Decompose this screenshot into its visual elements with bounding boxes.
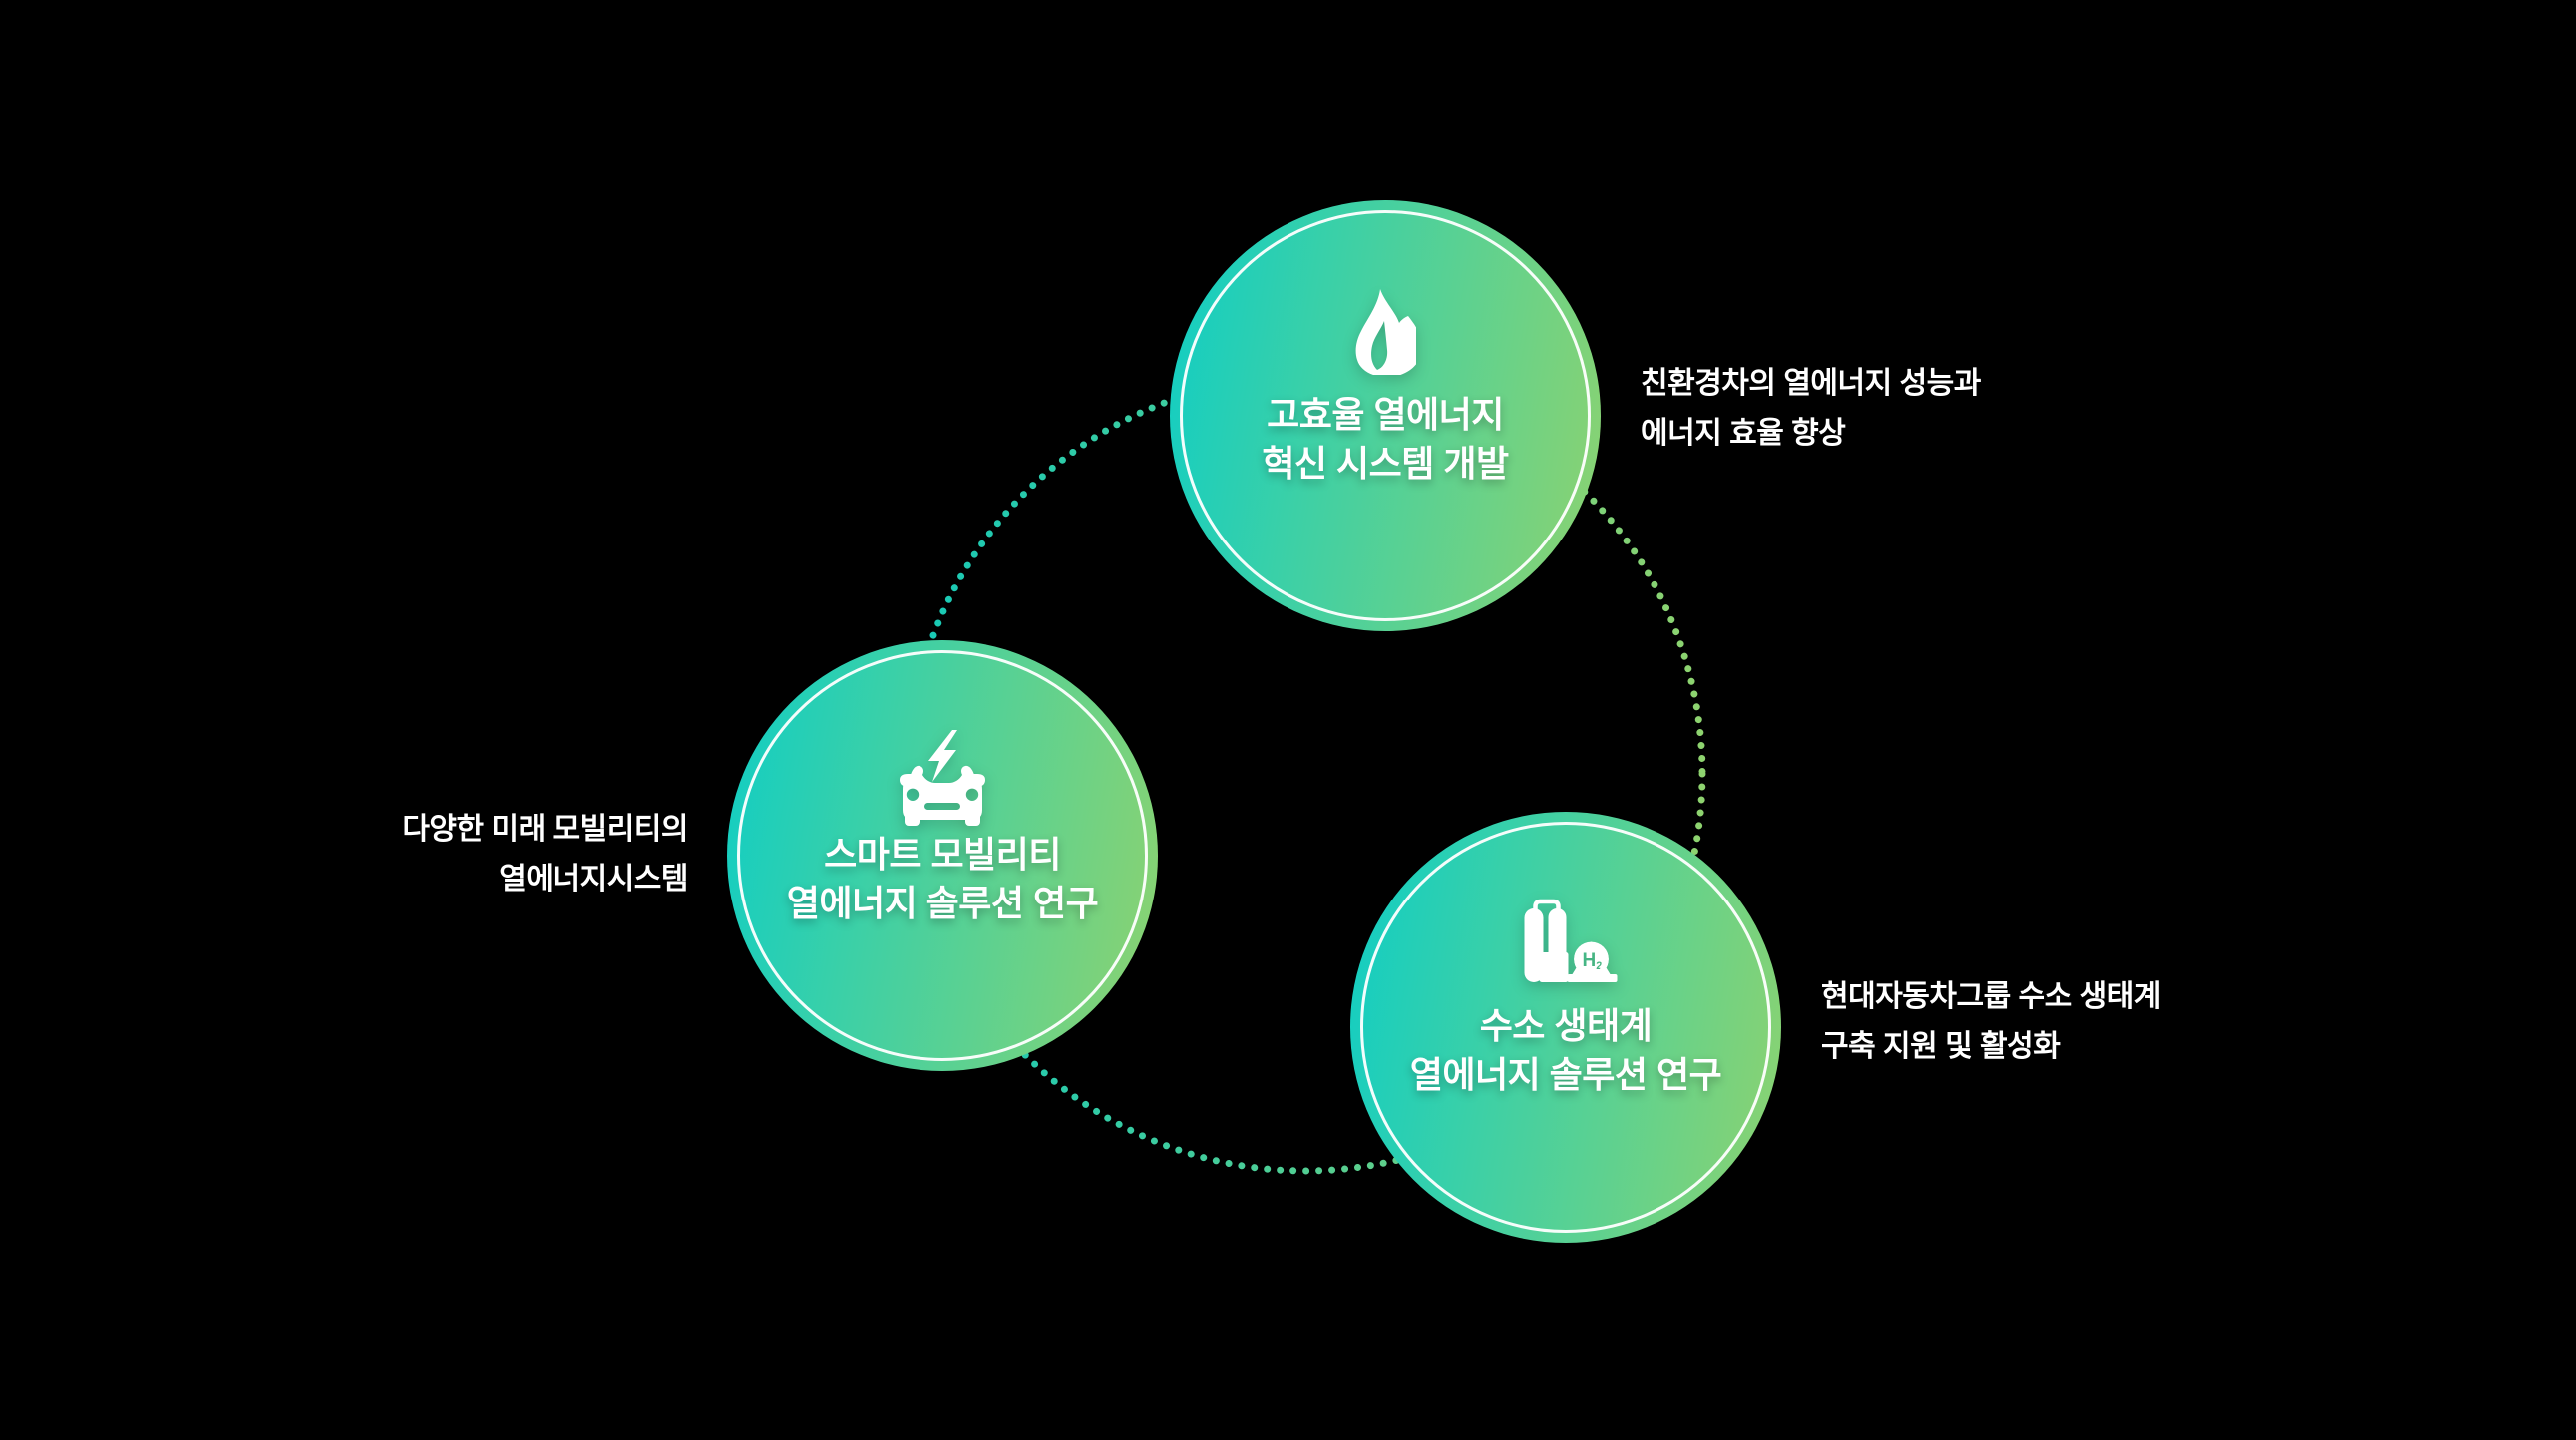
node-title-line: 수소 생태계 — [1479, 1005, 1653, 1046]
side-label-line: 에너지 효율 향상 — [1641, 417, 1846, 450]
platform — [1567, 974, 1618, 982]
node-inner-ring — [737, 650, 1148, 1061]
node-title-line: 열에너지 솔루션 연구 — [786, 883, 1099, 923]
side-label-line: 구축 지원 및 활성화 — [1821, 1030, 2061, 1063]
h2-circle-badge — [1574, 941, 1609, 977]
flame-icon — [1355, 289, 1416, 375]
node-title-line: 고효율 열에너지 — [1267, 394, 1504, 435]
node-title-line: 스마트 모빌리티 — [824, 834, 1061, 875]
node-title: 스마트 모빌리티 열에너지 솔루션 연구 — [727, 830, 1158, 927]
tank-left — [1524, 908, 1544, 982]
node-inner-ring — [1180, 210, 1591, 621]
plant-block — [1539, 952, 1569, 982]
side-label-hydrogen: 현대자동차그룹 수소 생태계 구축 지원 및 활성화 — [1821, 972, 2161, 1072]
side-label-mobility: 다양한 미래 모빌리티의 열에너지시스템 — [402, 805, 688, 904]
node-title-line: 혁신 시스템 개발 — [1262, 443, 1509, 484]
side-label-thermal: 친환경차의 열에너지 성능과 에너지 효율 향상 — [1641, 359, 1981, 459]
node-smart-mobility: 스마트 모빌리티 열에너지 솔루션 연구 — [727, 640, 1158, 1071]
side-label-line: 다양한 미래 모빌리티의 — [402, 813, 688, 846]
node-title: 수소 생태계 열에너지 솔루션 연구 — [1350, 1001, 1781, 1099]
node-high-efficiency-thermal: 고효율 열에너지 혁신 시스템 개발 — [1170, 200, 1601, 631]
node-hydrogen-ecosystem: H2 수소 생태계 열에너지 솔루션 연구 — [1350, 812, 1781, 1243]
side-label-line: 친환경차의 열에너지 성능과 — [1641, 367, 1981, 400]
node-inner-ring — [1360, 822, 1771, 1233]
lightning-bolt-icon — [928, 730, 957, 782]
electric-car-icon — [900, 730, 985, 826]
side-label-line: 현대자동차그룹 수소 생태계 — [1821, 980, 2161, 1013]
side-label-line: 열에너지시스템 — [499, 863, 688, 896]
node-title-line: 열에너지 솔루션 연구 — [1409, 1054, 1722, 1095]
node-title: 고효율 열에너지 혁신 시스템 개발 — [1170, 390, 1601, 488]
hydrogen-plant-icon: H2 — [1524, 899, 1618, 982]
